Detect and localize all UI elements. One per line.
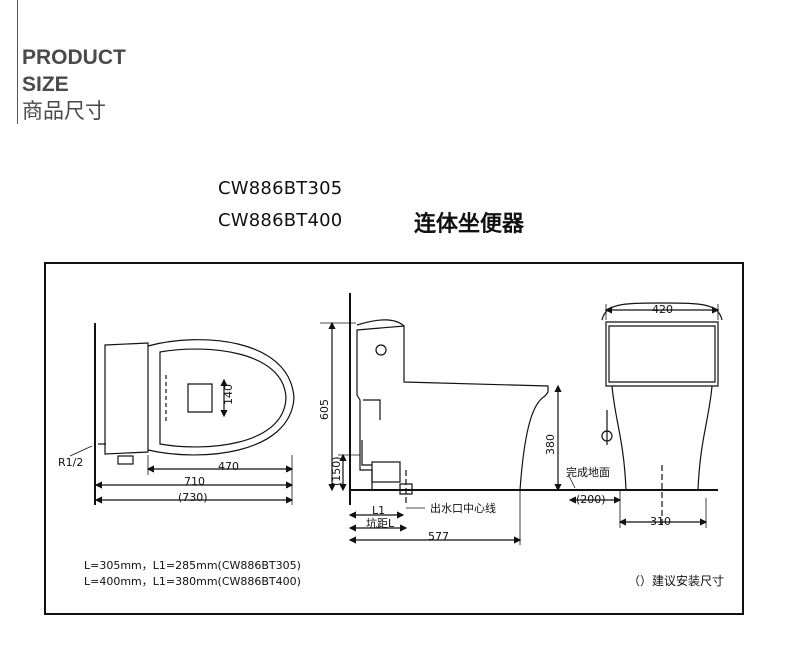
top-view <box>69 323 295 505</box>
title-product: PRODUCT <box>22 46 126 69</box>
label-total-depth: 710 <box>184 475 205 488</box>
side-view <box>320 293 718 545</box>
note-install-legend: （）建议安装尺寸 <box>628 574 725 588</box>
label-pit: 坑距L <box>366 516 395 530</box>
label-floor: 完成地面 <box>566 465 610 479</box>
model-code-1: CW886BT305 <box>218 178 343 199</box>
title-cn: 商品尺寸 <box>22 100 106 123</box>
title-size: SIZE <box>22 73 69 96</box>
header-divider-line <box>17 0 18 124</box>
label-hole: 140 <box>222 384 235 405</box>
label-total-depth-install: (730) <box>178 491 208 504</box>
front-view <box>567 302 723 528</box>
label-pipe: R1/2 <box>58 456 83 469</box>
section-title: PRODUCT SIZE 商品尺寸 <box>22 44 126 126</box>
product-name: 连体坐便器 <box>414 212 525 237</box>
drawing-frame <box>44 262 744 615</box>
label-supply-offset: 310 <box>650 515 671 528</box>
label-supply-height: (150) <box>330 456 343 486</box>
label-width: 420 <box>652 303 673 316</box>
label-depth: 577 <box>428 530 449 543</box>
label-height: 605 <box>318 399 331 420</box>
label-floor-offset: (200) <box>576 493 606 506</box>
label-seat-height: 380 <box>544 434 557 455</box>
note-model-305: L=305mm，L1=285mm(CW886BT305) <box>84 559 301 572</box>
label-outlet: 出水口中心线 <box>430 501 496 515</box>
model-code-2: CW886BT400 <box>218 210 343 231</box>
label-l1: L1 <box>372 504 385 517</box>
note-model-400: L=400mm，L1=380mm(CW886BT400) <box>84 575 301 588</box>
label-seat-depth: 470 <box>218 460 239 473</box>
